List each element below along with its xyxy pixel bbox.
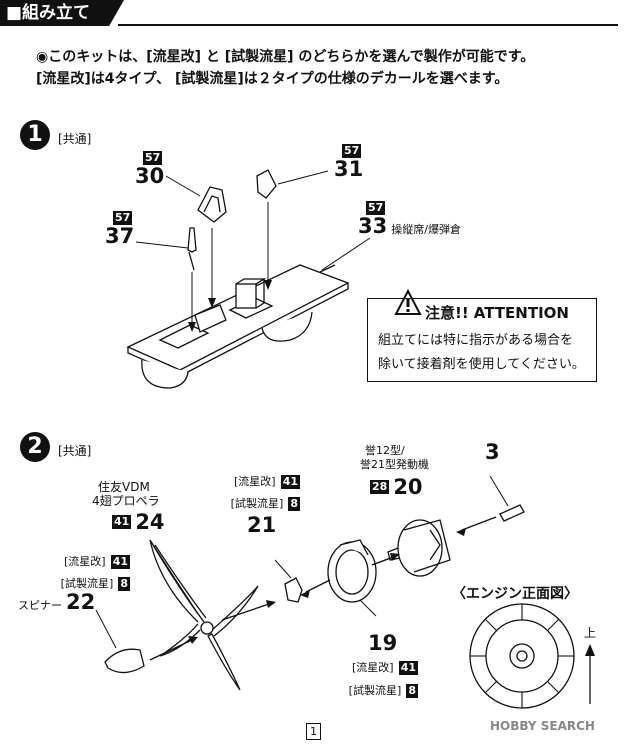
sheet-tag: 41	[398, 661, 418, 675]
header-rule	[118, 24, 618, 26]
part-19-number: 19	[368, 631, 398, 655]
step-1-number: 1	[20, 120, 50, 150]
part-21-callout: [流星改] 41 [試製流星] 8	[228, 470, 300, 511]
attention-line-2: 除いて接着剤を使用してください。	[378, 357, 585, 372]
sheet-tag: 8	[406, 684, 418, 698]
sheet-tag: 8	[288, 497, 300, 511]
part-number: 20	[393, 475, 423, 499]
variant-label: [流星改]	[64, 555, 106, 568]
sheet-tag: 57	[342, 144, 362, 158]
part-number: 24	[135, 510, 165, 534]
step-2-arrowheads	[188, 528, 595, 656]
part-19-variants: [流星改] 41 [試製流星] 8	[342, 656, 418, 698]
section-header: ■組み立て	[0, 0, 124, 26]
sheet-tag: 57	[143, 151, 163, 165]
step-2-label: [共通]	[58, 444, 92, 458]
variant-label: [試製流星]	[230, 497, 284, 510]
part-22-callout: スピナー 22	[18, 591, 95, 613]
propeller-name-1: 住友VDM	[98, 480, 150, 494]
sheet-tag: 57	[113, 211, 133, 225]
part-number: 22	[66, 590, 96, 614]
step-1-label: [共通]	[58, 132, 92, 146]
propeller-name-2: 4翅プロペラ	[92, 494, 160, 508]
intro-line-2: [流星改]は4タイプ、 [試製流星]は２タイプの仕様のデカールを選べます。	[36, 71, 509, 87]
sheet-tag: 28	[370, 480, 390, 494]
sheet-tag: 57	[366, 201, 386, 215]
attention-title-en: ATTENTION	[473, 304, 569, 322]
step-1-drawing	[126, 169, 350, 389]
variant-label: [流星改]	[234, 475, 276, 488]
step-2-drawing	[95, 475, 575, 709]
step-1-arrowheads	[188, 280, 272, 332]
part-20-callout: 28 20	[370, 476, 423, 498]
attention-box: 注意!! ATTENTION 組立てには特に指示がある場合を 除いて接着剤を使用…	[367, 298, 597, 382]
sheet-tag: 8	[118, 577, 130, 591]
page-number: 1	[306, 723, 321, 740]
part-number: 37	[105, 224, 135, 248]
step-2-number: 2	[20, 432, 50, 462]
part-30-callout: 57 30	[135, 146, 164, 187]
sheet-tag: 41	[112, 515, 132, 529]
part-name: 操縦席/爆弾倉	[391, 223, 461, 236]
part-21-number: 21	[247, 513, 277, 537]
step-1-leaders	[135, 170, 371, 330]
engine-name-1: 誉12型/	[365, 444, 405, 457]
part-number: 33	[358, 214, 388, 238]
sheet-tag: 41	[110, 555, 130, 569]
intro-line-1: ◉このキットは、[流星改] と [試製流星] のどちらかを選んで製作が可能です。	[36, 49, 535, 65]
variant-label: [試製流星]	[348, 684, 402, 697]
part-37-callout: 57 37	[105, 206, 134, 247]
variant-label: [試製流星]	[60, 577, 114, 590]
part-3-number: 3	[485, 440, 500, 464]
watermark: HOBBY SEARCH	[490, 719, 595, 733]
spinner-label: スピナー	[18, 599, 62, 612]
part-24-callout: 41 24	[112, 511, 165, 533]
variant-label: [流星改]	[352, 661, 394, 674]
attention-title-jp: 注意!!	[425, 304, 469, 322]
attention-line-1: 組立てには特に指示がある場合を	[378, 333, 574, 348]
spinner-variants: [流星改] 41 [試製流星] 8	[60, 550, 130, 591]
engine-front-view-title: 〈エンジン正面図〉	[452, 586, 578, 602]
part-31-callout: 57 31	[334, 139, 363, 180]
part-number: 31	[334, 157, 364, 181]
sheet-tag: 41	[280, 475, 300, 489]
part-number: 30	[135, 164, 165, 188]
up-label: 上	[584, 626, 597, 640]
engine-name-2: 誉21型発動機	[360, 458, 429, 471]
part-33-callout: 57 33 操縦席/爆弾倉	[358, 196, 461, 237]
warning-triangle-icon	[394, 288, 422, 315]
